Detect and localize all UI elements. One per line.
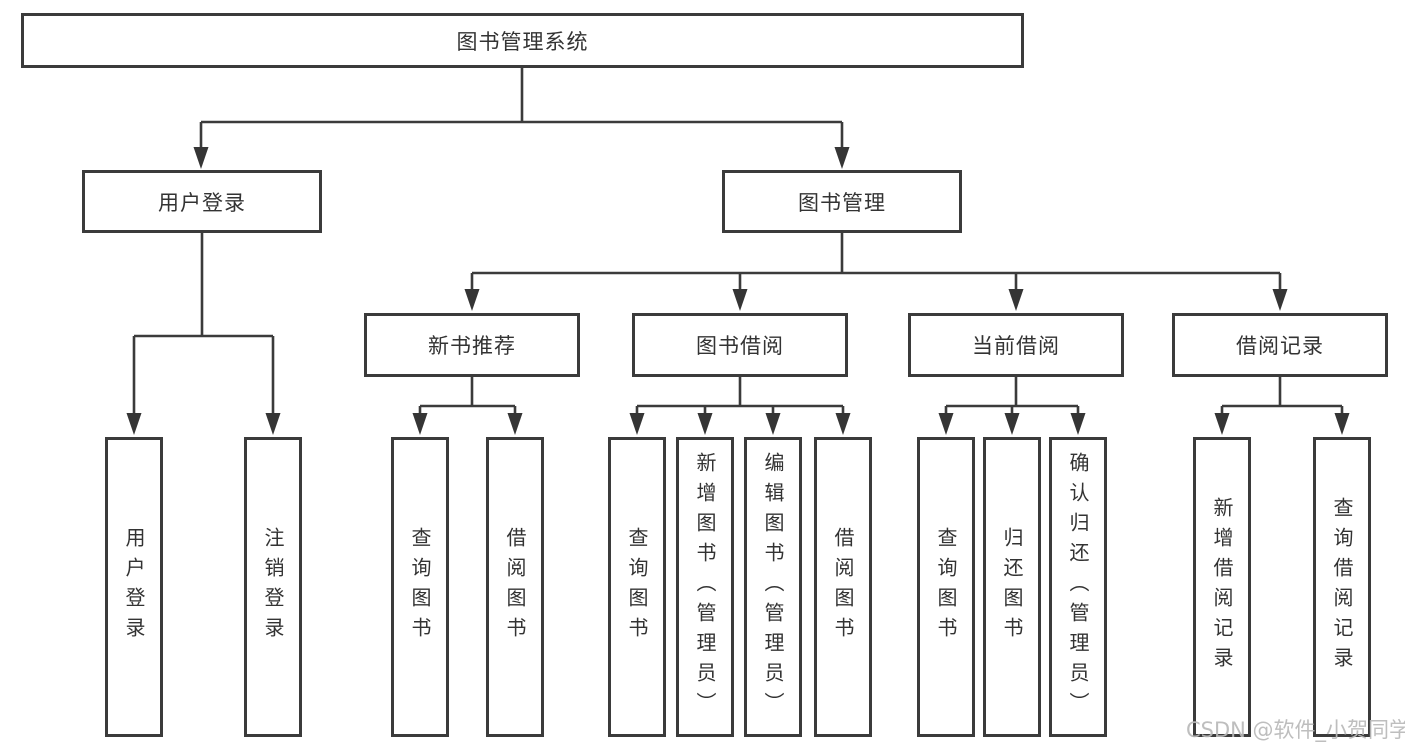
leaf-return-books: 归还图书 [983,437,1041,737]
leaf-borrow-books-recommend: 借阅图书 [486,437,544,737]
arrowhead [126,413,142,435]
leaf-add-borrow-record: 新增借阅记录 [1193,437,1251,737]
arrowhead [412,413,428,435]
node-new-book-recommend: 新书推荐 [364,313,580,377]
leaf-edit-books-admin: 编辑图书（管理员） [744,437,802,737]
node-book-borrow: 图书借阅 [632,313,848,377]
arrowhead [1214,413,1230,435]
arrowhead [1334,413,1350,435]
leaf-query-books-current: 查询图书 [917,437,975,737]
node-book-management: 图书管理 [722,170,962,233]
arrowhead [464,289,480,311]
node-root: 图书管理系统 [21,13,1024,68]
connector-user-login [132,233,275,414]
leaf-add-books-admin: 新增图书（管理员） [676,437,734,737]
arrowhead [507,413,523,435]
arrowhead [629,413,645,435]
arrowhead [732,289,748,311]
arrowhead [834,147,850,169]
leaf-query-borrow-record: 查询借阅记录 [1313,437,1371,737]
arrowhead [835,413,851,435]
arrowhead [265,413,281,435]
connector-book-borrow [635,377,845,414]
node-current-borrow: 当前借阅 [908,313,1124,377]
leaf-query-books-borrow: 查询图书 [608,437,666,737]
leaf-user-login: 用户登录 [105,437,163,737]
arrowhead [1272,289,1288,311]
leaf-confirm-return-admin: 确认归还（管理员） [1049,437,1107,737]
connector-book-management [470,233,1282,290]
connector-root [199,68,844,148]
arrowhead [193,147,209,169]
arrowhead [697,413,713,435]
arrowhead [1004,413,1020,435]
connector-borrow-records [1220,377,1344,414]
connector-new-book [418,377,517,414]
leaf-borrow-books: 借阅图书 [814,437,872,737]
leaf-logout: 注销登录 [244,437,302,737]
node-user-login: 用户登录 [82,170,322,233]
leaf-query-books-recommend: 查询图书 [391,437,449,737]
node-borrow-records: 借阅记录 [1172,313,1388,377]
csdn-watermark: CSDN @软件_小贺同学 [1186,718,1405,742]
arrowhead [765,413,781,435]
connector-current-borrow [944,377,1080,414]
arrowhead [1070,413,1086,435]
arrowhead [1008,289,1024,311]
arrowhead [938,413,954,435]
